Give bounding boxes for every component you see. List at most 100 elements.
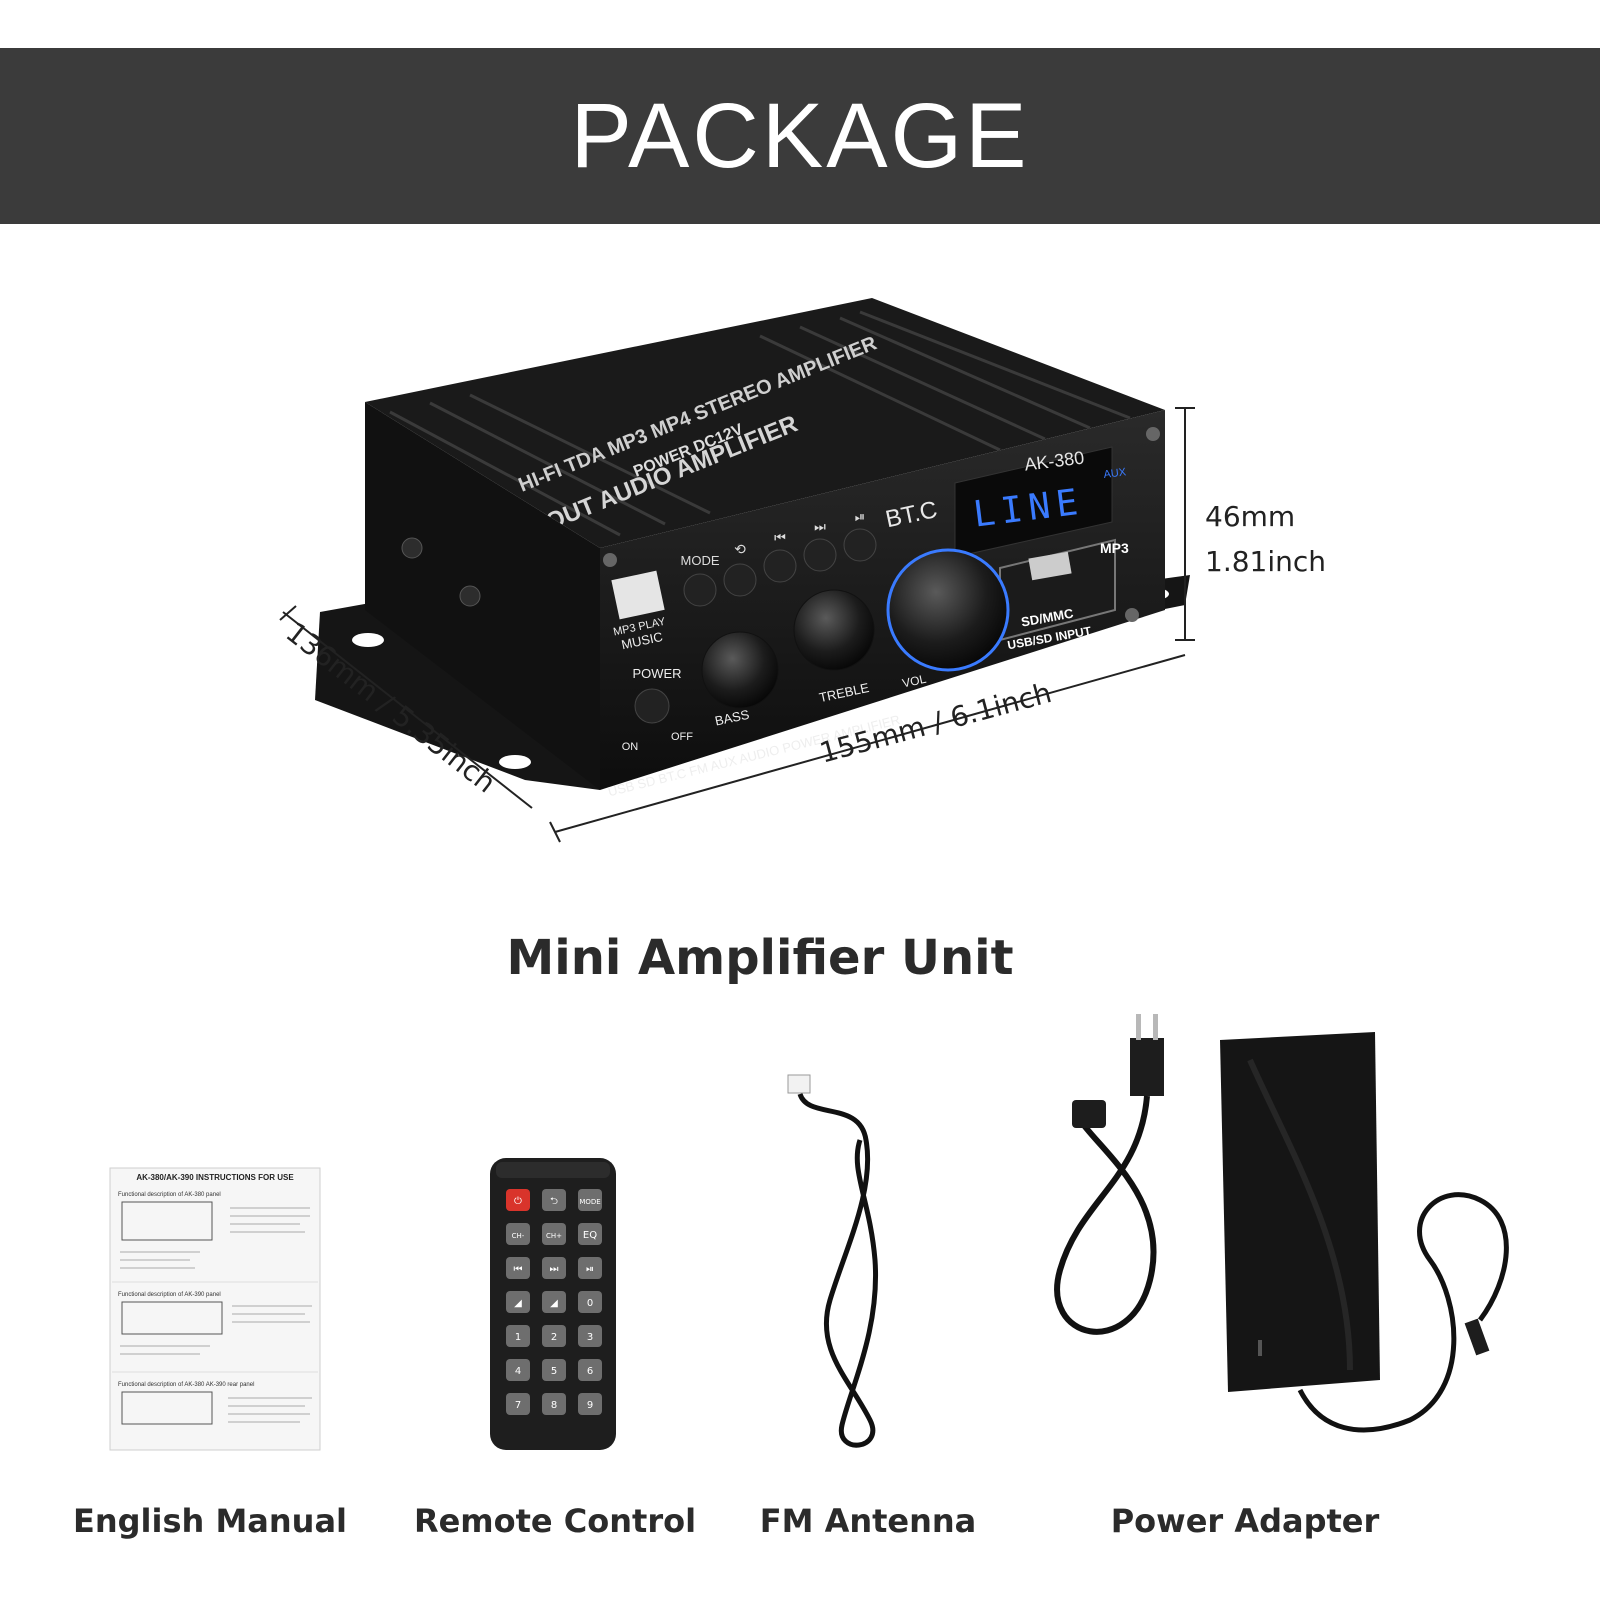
display-window xyxy=(954,446,1113,558)
remote-key-label: CH- xyxy=(512,1232,525,1240)
manual-section-2: Functional description of AK-390 panel xyxy=(118,1292,221,1298)
remote-key-label: ⏻ xyxy=(514,1196,522,1207)
banner-title: PACKAGE xyxy=(570,84,1030,187)
package-banner: PACKAGE xyxy=(0,48,1600,224)
off-label: OFF xyxy=(671,731,693,743)
remote-key-label: 9 xyxy=(587,1400,593,1411)
remote-key[interactable] xyxy=(542,1257,566,1279)
remote-key[interactable] xyxy=(578,1257,602,1279)
remote-keypad: ⏻ ⮌ MODE CH- CH+ EQ ⏮ ⏭ ⏯ ◢ ◢ 0 1 2 3 4 5 6 7 8 9 xyxy=(506,1189,602,1415)
remote-key-label: 5 xyxy=(551,1366,557,1377)
remote-control: ⏻ ⮌ MODE CH- CH+ EQ ⏮ ⏭ ⏯ ◢ ◢ 0 1 2 3 4 5 6 7 8 9 xyxy=(490,1158,616,1450)
dc-cable xyxy=(1297,1192,1509,1433)
remote-key-label: CH+ xyxy=(546,1232,562,1240)
remote-key[interactable] xyxy=(578,1291,602,1313)
mode-label: MODE xyxy=(681,553,720,568)
remote-key-label: 3 xyxy=(587,1332,593,1343)
manual-title: AK-380/AK-390 INSTRUCTIONS FOR USE xyxy=(136,1173,294,1182)
heat-fins xyxy=(389,310,1131,537)
remote-key[interactable] xyxy=(578,1223,602,1245)
usb-port[interactable] xyxy=(1028,551,1072,581)
fm-antenna xyxy=(787,1074,879,1448)
remote-key[interactable] xyxy=(506,1325,530,1347)
height-mm: 46mm xyxy=(1205,500,1296,533)
function-buttons: MODE ⟲ ⏮ ⏭ ⏯ xyxy=(681,510,877,607)
manual-diagram xyxy=(121,1301,223,1335)
item-caption-manual: English Manual xyxy=(72,1502,347,1540)
remote-key-label: 8 xyxy=(551,1400,557,1411)
us-plug xyxy=(1130,1038,1164,1096)
power-button[interactable] xyxy=(634,688,670,724)
manual-diagram xyxy=(121,1201,213,1241)
remote-key-label: 7 xyxy=(515,1400,521,1411)
remote-key-label: ◢ xyxy=(550,1298,558,1309)
manual-diagram xyxy=(121,1391,213,1425)
volume-label: VOL xyxy=(901,672,928,691)
manual-section-1: Functional description of AK-380 panel xyxy=(118,1192,221,1198)
remote-key[interactable] xyxy=(542,1325,566,1347)
volume-knob[interactable] xyxy=(886,548,1010,672)
display-aux: AUX xyxy=(1103,466,1128,481)
width-line xyxy=(554,654,1186,833)
height-inch: 1.81inch xyxy=(1205,545,1327,578)
play-pause-label: ⏯ xyxy=(855,510,865,525)
adapter-brick xyxy=(1220,1032,1380,1392)
remote-key[interactable] xyxy=(578,1189,602,1211)
side-screw xyxy=(401,537,423,559)
english-manual: AK-380/AK-390 INSTRUCTIONS FOR USE Funct… xyxy=(109,1167,321,1451)
remote-key[interactable] xyxy=(542,1189,566,1211)
repeat-label: ⟲ xyxy=(734,542,746,558)
remote-key[interactable] xyxy=(506,1291,530,1313)
remote-key-label: 2 xyxy=(551,1332,557,1343)
remote-key[interactable] xyxy=(542,1393,566,1415)
next-button[interactable] xyxy=(803,538,837,572)
remote-key[interactable] xyxy=(506,1359,530,1381)
ac-cord xyxy=(1054,1095,1157,1335)
remote-key[interactable] xyxy=(578,1393,602,1415)
play-pause-button[interactable] xyxy=(843,528,877,562)
remote-key-label: ⏯ xyxy=(586,1264,594,1275)
treble-knob[interactable] xyxy=(793,589,875,671)
prev-label: ⏮ xyxy=(774,531,786,546)
power-label: POWER xyxy=(632,666,681,681)
remote-key[interactable] xyxy=(506,1393,530,1415)
remote-key-label: MODE xyxy=(579,1198,600,1206)
item-caption-antenna: FM Antenna xyxy=(759,1502,977,1540)
remote-key[interactable] xyxy=(506,1223,530,1245)
remote-key[interactable] xyxy=(542,1359,566,1381)
remote-key[interactable] xyxy=(542,1223,566,1245)
remote-key-label: ◢ xyxy=(514,1298,522,1309)
remote-key-label: 0 xyxy=(587,1298,593,1309)
remote-key[interactable] xyxy=(506,1257,530,1279)
bass-knob[interactable] xyxy=(701,631,779,709)
remote-key-label: ⏭ xyxy=(550,1264,559,1275)
depth-line xyxy=(282,611,533,809)
dimension-lines xyxy=(279,407,1195,843)
remote-key[interactable] xyxy=(578,1359,602,1381)
mp3-slot-label: MP3 xyxy=(1100,540,1129,556)
repeat-button[interactable] xyxy=(723,563,757,597)
bass-label: BASS xyxy=(714,707,751,729)
item-caption-adapter: Power Adapter xyxy=(1110,1502,1380,1540)
c7-connector xyxy=(1072,1100,1106,1128)
remote-key-label: ⮌ xyxy=(550,1196,558,1207)
remote-key-label: 4 xyxy=(515,1366,521,1377)
remote-key-label: ⏮ xyxy=(514,1264,523,1275)
on-label: ON xyxy=(622,741,639,753)
dc-plug xyxy=(1464,1318,1490,1356)
item-caption-remote: Remote Control xyxy=(413,1502,697,1540)
remote-key-label: 1 xyxy=(515,1332,521,1343)
remote-key-label: 6 xyxy=(587,1366,593,1377)
remote-key[interactable] xyxy=(542,1291,566,1313)
prev-button[interactable] xyxy=(763,549,797,583)
mode-button[interactable] xyxy=(683,573,717,607)
remote-power-key[interactable] xyxy=(506,1189,530,1211)
remote-key-label: EQ xyxy=(583,1230,597,1241)
remote-key[interactable] xyxy=(578,1325,602,1347)
power-adapter xyxy=(1054,1014,1509,1433)
antenna-connector xyxy=(787,1074,811,1094)
antenna-cable xyxy=(797,1092,879,1448)
unit-caption: Mini Amplifier Unit xyxy=(506,930,1014,986)
